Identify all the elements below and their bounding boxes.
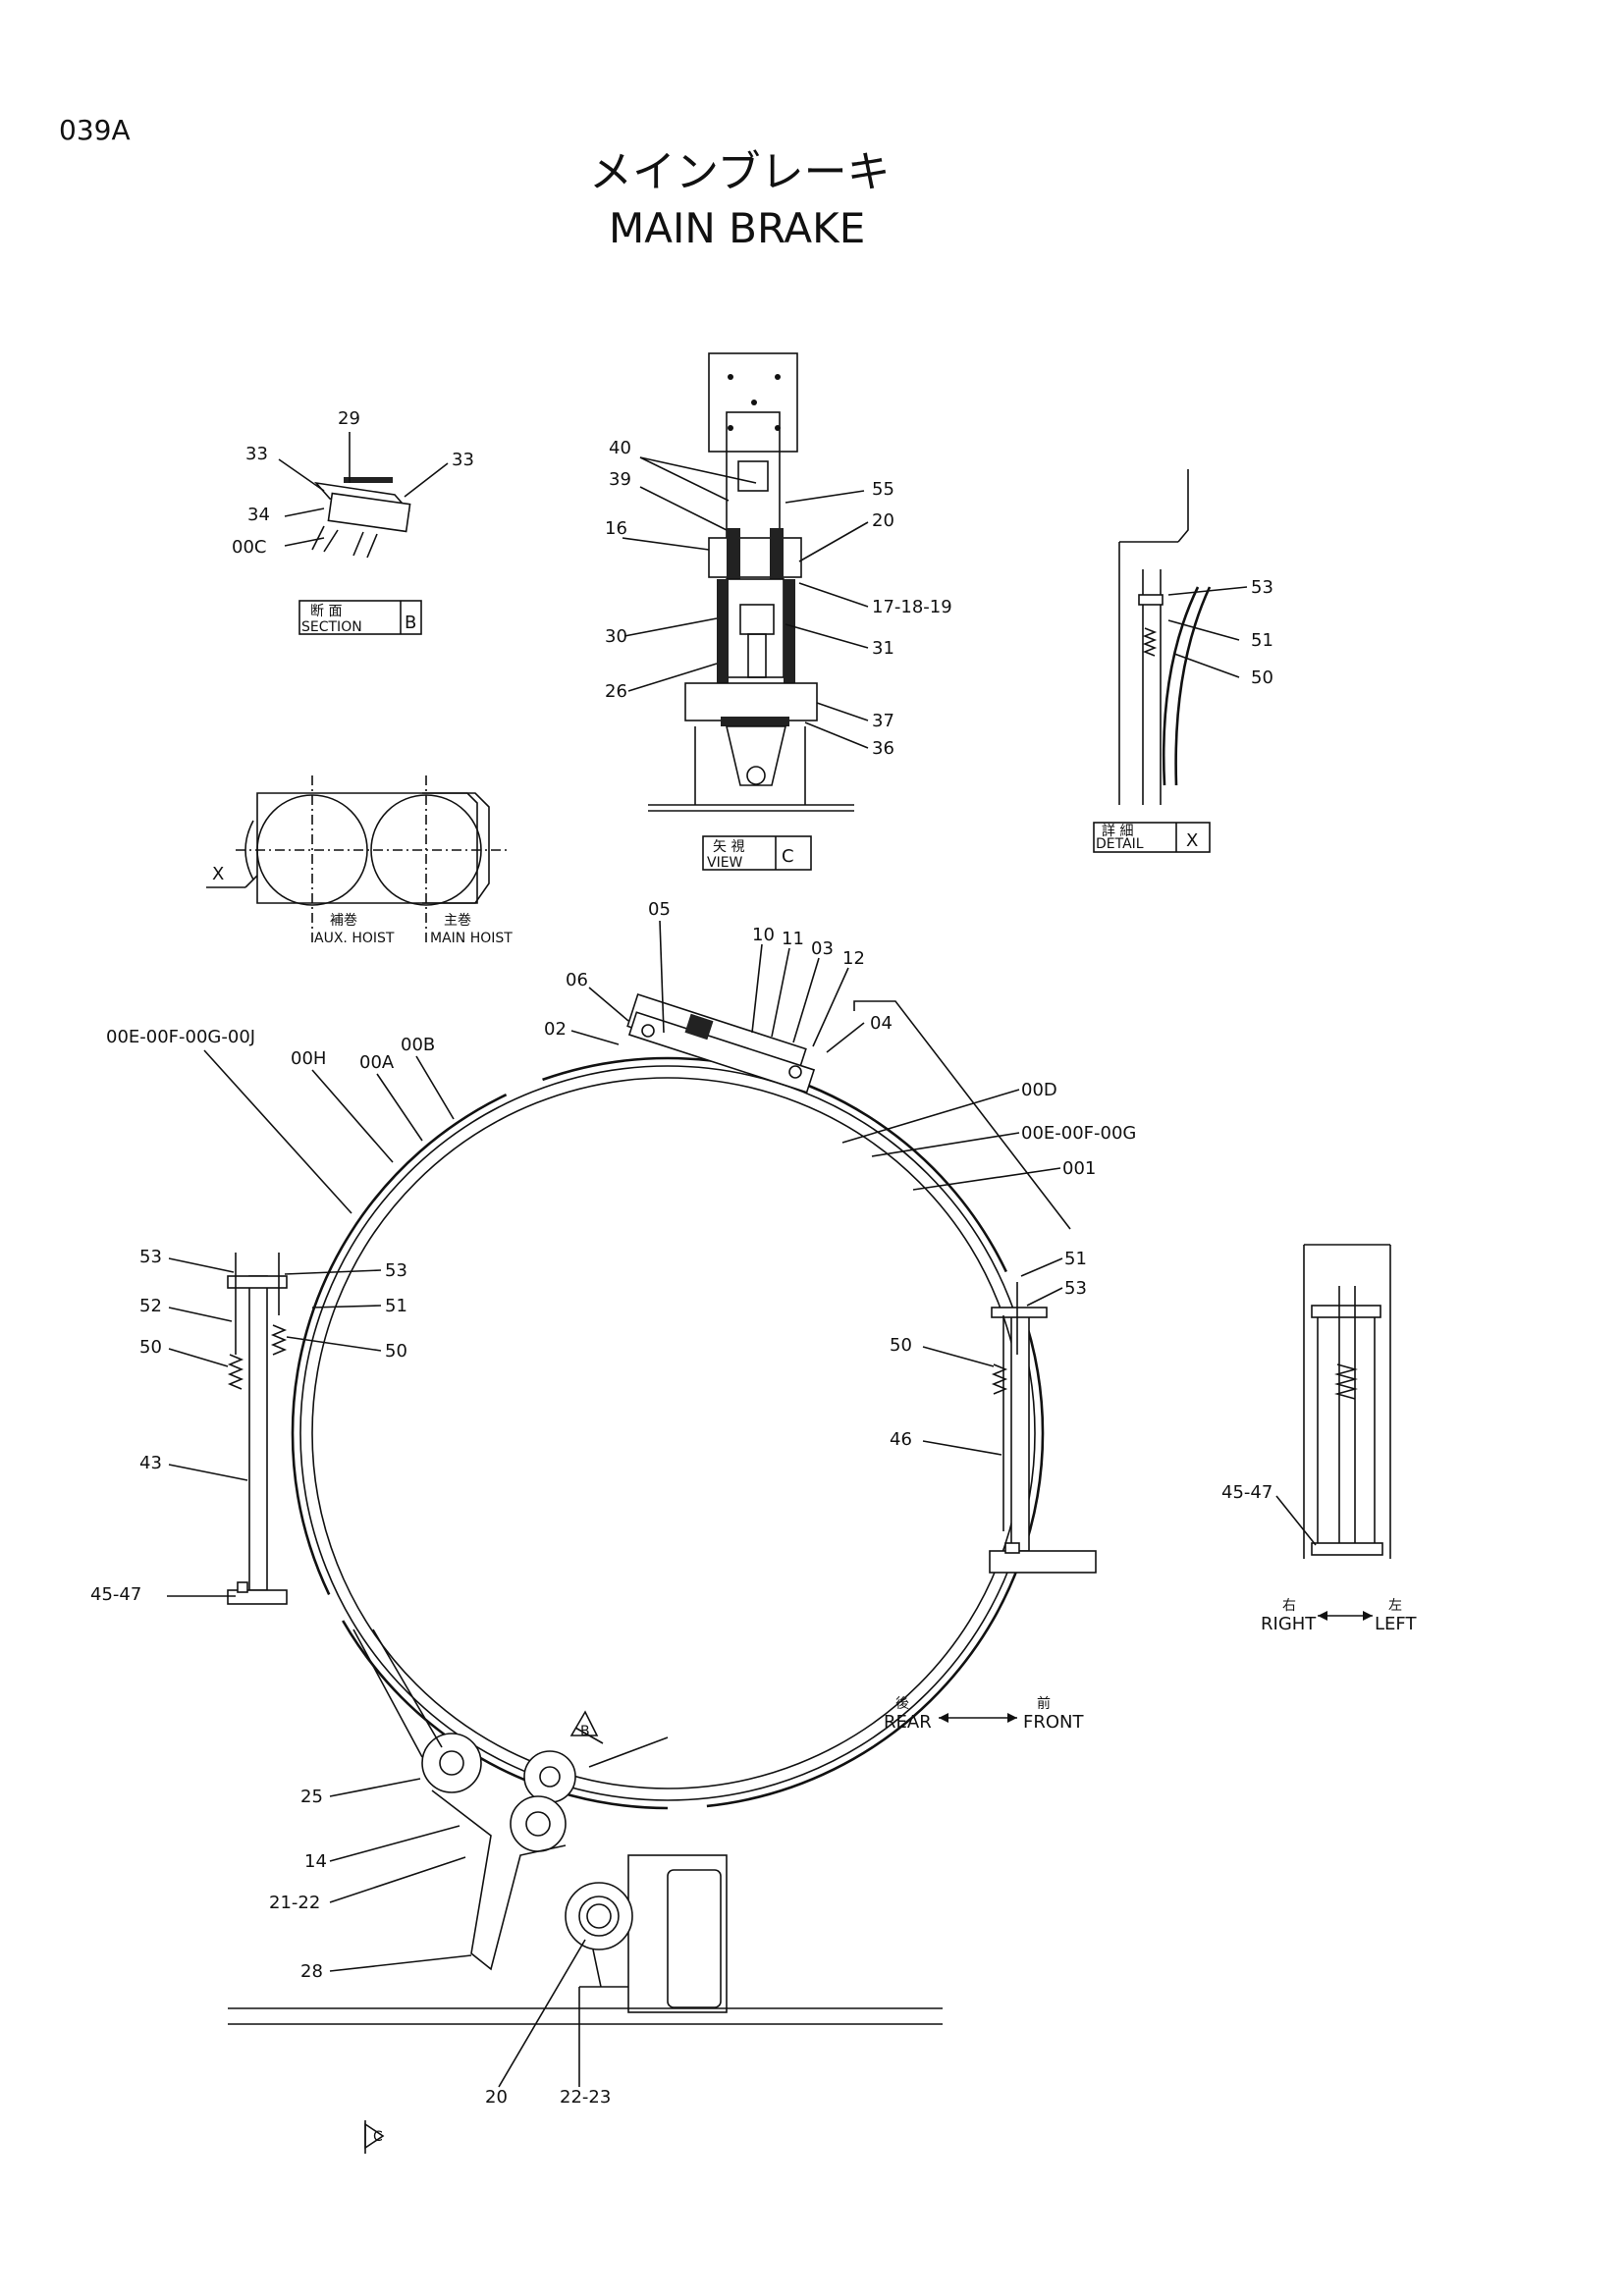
title-english: MAIN BRAKE bbox=[609, 204, 865, 252]
label-m-53a: 53 bbox=[139, 1247, 162, 1267]
label-m-14: 14 bbox=[304, 1851, 327, 1872]
right-support-post bbox=[989, 1282, 1097, 1574]
section-b-marker bbox=[569, 1710, 604, 1744]
aux-hoist-en: AUX. HOIST bbox=[314, 931, 395, 946]
label-m-00a: 00A bbox=[359, 1052, 395, 1073]
label-vc-39: 39 bbox=[609, 469, 631, 490]
label-vc-26: 26 bbox=[605, 681, 627, 702]
section-b-label-box bbox=[298, 600, 422, 635]
label-vc-17-18-19: 17-18-19 bbox=[872, 597, 952, 617]
label-m-02: 02 bbox=[544, 1019, 567, 1040]
label-vc-36: 36 bbox=[872, 738, 894, 759]
label-m-00e-g: 00E-00F-00G bbox=[1021, 1123, 1136, 1144]
front-en: FRONT bbox=[1023, 1712, 1084, 1733]
label-m-00d: 00D bbox=[1021, 1080, 1057, 1100]
brake-drum bbox=[311, 1077, 1024, 1789]
detail-x-view bbox=[1093, 469, 1248, 853]
label-m-50b: 50 bbox=[385, 1341, 407, 1362]
label-m-28: 28 bbox=[300, 1961, 323, 1982]
label-m-50c: 50 bbox=[890, 1335, 912, 1356]
detail-x-label-box bbox=[1093, 822, 1211, 853]
brake-band-assembly bbox=[228, 993, 1045, 2025]
label-m-43: 43 bbox=[139, 1453, 162, 1473]
aux-hoist-jp: 補巻 bbox=[330, 913, 357, 929]
left-support-post bbox=[227, 1253, 288, 1605]
rear-en: REAR bbox=[884, 1712, 932, 1733]
section-b-jp: 断 面 bbox=[310, 604, 342, 619]
page-code: 039A bbox=[59, 114, 131, 146]
label-m-00e-j: 00E-00F-00G-00J bbox=[106, 1027, 255, 1047]
label-m-25: 25 bbox=[300, 1787, 323, 1807]
label-dx-51: 51 bbox=[1251, 630, 1273, 651]
label-sb-34: 34 bbox=[247, 505, 270, 525]
label-m-12: 12 bbox=[842, 948, 865, 969]
detail-x-jp: 詳 細 bbox=[1102, 824, 1133, 839]
front-jp: 前 bbox=[1037, 1695, 1051, 1712]
label-sb-00c: 00C bbox=[232, 537, 266, 558]
label-vc-16: 16 bbox=[605, 518, 627, 539]
label-m-53b: 53 bbox=[385, 1260, 407, 1281]
label-r-45-47: 45-47 bbox=[1221, 1482, 1272, 1503]
detail-x-en: DETAIL bbox=[1096, 836, 1144, 852]
section-b-letter: B bbox=[405, 613, 416, 633]
section-b-view bbox=[278, 432, 449, 635]
label-m-21-22: 21-22 bbox=[269, 1893, 320, 1913]
label-m-05: 05 bbox=[648, 899, 671, 920]
hoist-layout bbox=[206, 775, 511, 942]
label-m-00b: 00B bbox=[401, 1035, 435, 1055]
label-dx-50: 50 bbox=[1251, 667, 1273, 688]
left-jp: 左 bbox=[1388, 1598, 1402, 1614]
main-hoist-en: MAIN HOIST bbox=[430, 931, 513, 946]
x-marker: X bbox=[212, 864, 224, 884]
view-c-en: VIEW bbox=[707, 855, 743, 871]
label-sb-33a: 33 bbox=[245, 444, 268, 464]
view-c-marker bbox=[364, 2120, 385, 2154]
view-c-jp: 矢 視 bbox=[713, 839, 744, 855]
title-japanese: メインブレーキ bbox=[589, 147, 891, 197]
right-side-detail bbox=[1303, 1244, 1391, 1559]
label-m-001: 001 bbox=[1062, 1158, 1096, 1179]
label-m-10: 10 bbox=[752, 925, 775, 945]
label-m-53c: 53 bbox=[1064, 1278, 1087, 1299]
view-c-label-box bbox=[702, 835, 812, 871]
label-m-04: 04 bbox=[870, 1013, 893, 1034]
label-m-51b: 51 bbox=[1064, 1249, 1087, 1269]
rear-jp: 後 bbox=[895, 1696, 909, 1712]
view-c bbox=[622, 352, 869, 871]
left-en: LEFT bbox=[1375, 1614, 1417, 1634]
label-m-06: 06 bbox=[566, 970, 588, 990]
marker-c: C bbox=[373, 2129, 383, 2145]
section-b-en: SECTION bbox=[301, 619, 362, 635]
detail-x-letter: X bbox=[1186, 830, 1198, 851]
label-m-22-23: 22-23 bbox=[560, 2087, 611, 2108]
right-jp: 右 bbox=[1282, 1598, 1296, 1614]
label-m-03: 03 bbox=[811, 938, 834, 959]
label-vc-37: 37 bbox=[872, 711, 894, 731]
label-m-00h: 00H bbox=[291, 1048, 326, 1069]
label-m-11: 11 bbox=[782, 929, 804, 949]
label-sb-33b: 33 bbox=[452, 450, 474, 470]
label-m-50a: 50 bbox=[139, 1337, 162, 1358]
label-m-52: 52 bbox=[139, 1296, 162, 1316]
label-m-20: 20 bbox=[485, 2087, 508, 2108]
label-vc-30: 30 bbox=[605, 626, 627, 647]
label-m-46: 46 bbox=[890, 1429, 912, 1450]
label-dx-53: 53 bbox=[1251, 577, 1273, 598]
label-vc-40: 40 bbox=[609, 438, 631, 458]
label-vc-31: 31 bbox=[872, 638, 894, 659]
label-vc-55: 55 bbox=[872, 479, 894, 500]
label-m-51a: 51 bbox=[385, 1296, 407, 1316]
label-sb-29: 29 bbox=[338, 408, 360, 429]
main-hoist-jp: 主巻 bbox=[444, 913, 471, 929]
label-vc-20: 20 bbox=[872, 510, 894, 531]
view-c-letter: C bbox=[782, 846, 794, 867]
label-m-45-47a: 45-47 bbox=[90, 1584, 141, 1605]
right-en: RIGHT bbox=[1261, 1614, 1317, 1634]
marker-b: B bbox=[580, 1724, 590, 1739]
